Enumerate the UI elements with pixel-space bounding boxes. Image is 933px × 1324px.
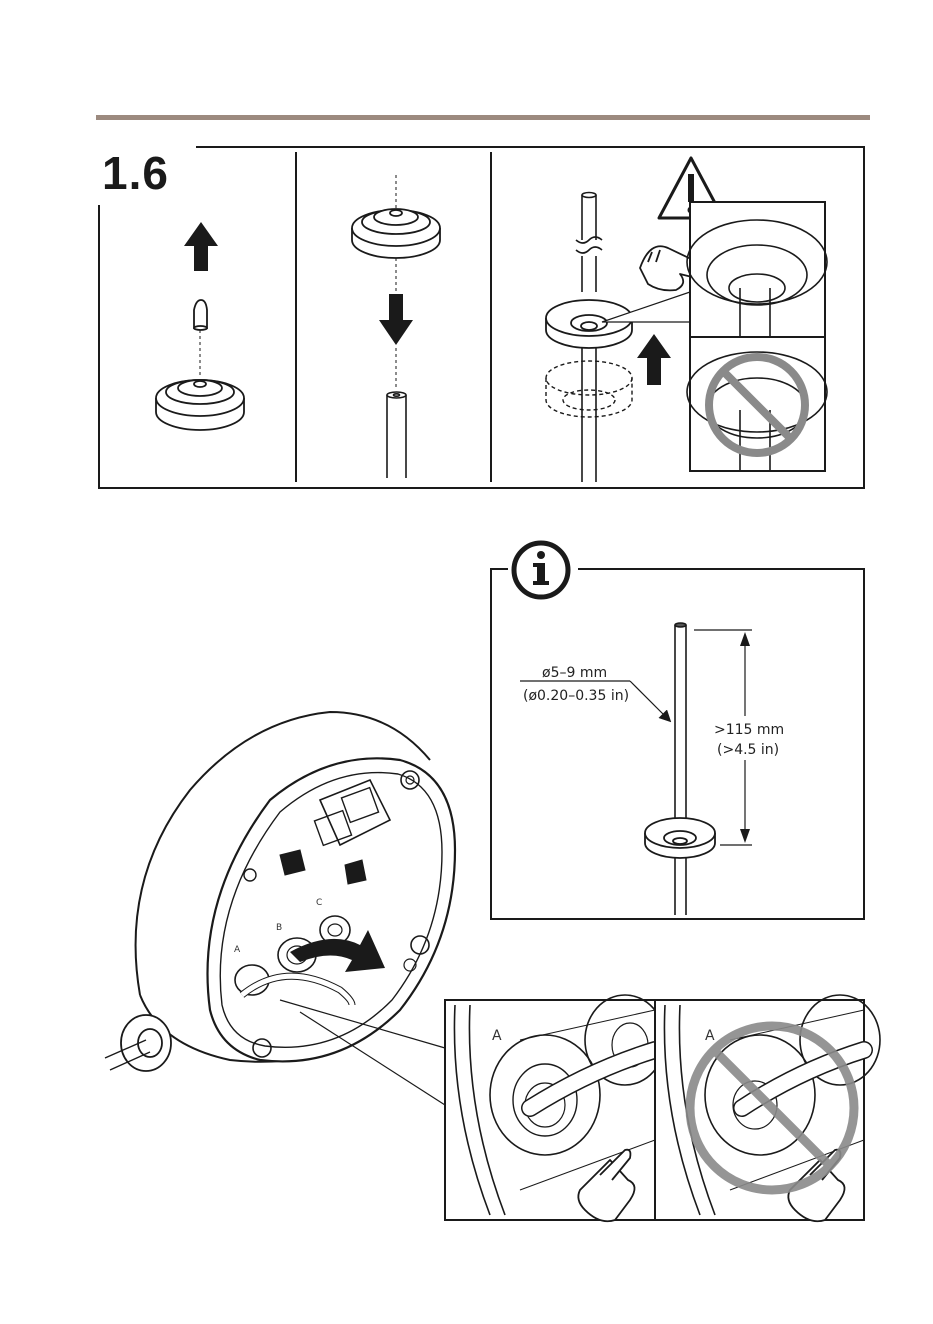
arrow-up-icon [637, 334, 671, 385]
panel-remove-plug [156, 222, 244, 430]
arrow-down-icon [379, 294, 413, 345]
port-label-a: A [234, 945, 241, 955]
length-in-label: (>4.5 in) [717, 742, 779, 758]
diameter-mm-label: ø5–9 mm [542, 665, 607, 681]
port-label-b: B [276, 923, 282, 933]
cable-icon [675, 623, 686, 915]
detail-port-label-wrong: A [705, 1028, 715, 1044]
grommet-icon [352, 209, 440, 258]
dimension-arrow-bottom [740, 829, 750, 843]
grommet-icon [121, 1015, 171, 1071]
bottom-detail-correct: A [445, 995, 665, 1221]
panel-grommet-on-cable [352, 175, 440, 478]
info-panel: ø5–9 mm (ø0.20–0.35 in) >115 mm (>4.5 in… [491, 543, 864, 919]
grommet-icon [546, 300, 632, 348]
arrow-up-icon [184, 222, 218, 271]
diameter-in-label: (ø0.20–0.35 in) [523, 688, 629, 704]
panel-grommet-warning [546, 158, 827, 482]
cable-icon [387, 392, 406, 478]
plug-icon [194, 300, 207, 330]
length-mm-label: >115 mm [714, 722, 784, 738]
dimension-arrow-top [740, 632, 750, 646]
housing-illustration: A B C [105, 712, 455, 1105]
detail-port-label: A [492, 1028, 502, 1044]
grommet-icon [645, 818, 715, 858]
info-icon [514, 543, 568, 597]
detail-correct [687, 202, 827, 337]
bottom-detail-wrong: A [655, 995, 880, 1221]
grommet-ghost-icon [546, 361, 632, 417]
grommet-icon [156, 380, 244, 430]
port-label-c: C [316, 898, 322, 908]
